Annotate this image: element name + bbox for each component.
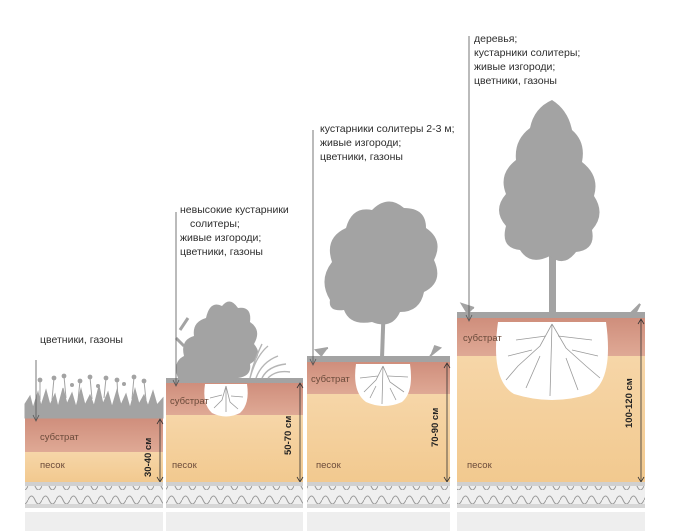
depth-label-col3: 70-90 см <box>430 407 441 447</box>
depth-label-col4: 100-120 см <box>624 378 635 428</box>
plants-label-col3: кустарники солитеры 2-3 м; живые изгород… <box>320 123 455 163</box>
depth-label-col1: 30-40 см <box>143 437 154 477</box>
plants-label-col1: цветники, газоны <box>40 334 123 346</box>
shrubs-2 <box>166 301 303 383</box>
sand-layer-2 <box>166 415 303 482</box>
sand-label-col4: песок <box>467 460 492 471</box>
plants-label-col2: невысокие кустарники солитеры; живые изг… <box>180 204 289 258</box>
depth-label-col2: 50-70 см <box>283 415 294 455</box>
tree-4 <box>457 100 645 318</box>
column-1 <box>24 360 164 483</box>
plants-label-col4: деревья; кустарники солитеры; живые изго… <box>474 33 581 87</box>
column-4 <box>457 36 645 483</box>
sand-label-col3: песок <box>316 460 341 471</box>
tree-shrub-3 <box>307 201 450 362</box>
root-pocket-4 <box>496 322 608 400</box>
substrate-label-col4: субстрат <box>463 333 502 344</box>
sand-layer-1 <box>25 452 163 482</box>
root-pocket-3 <box>355 364 411 406</box>
sand-layer-3 <box>307 394 450 482</box>
substrate-label-col1: субстрат <box>40 432 79 443</box>
sand-label-col1: песок <box>40 460 65 471</box>
column-2 <box>166 212 304 483</box>
drainage-layer <box>25 482 645 531</box>
column-3 <box>307 130 451 483</box>
substrate-layer-1 <box>25 418 163 452</box>
substrate-label-col3: субстрат <box>311 374 350 385</box>
flowers-grass-1 <box>24 373 164 419</box>
sand-label-col2: песок <box>172 460 197 471</box>
substrate-label-col2: субстрат <box>170 396 209 407</box>
